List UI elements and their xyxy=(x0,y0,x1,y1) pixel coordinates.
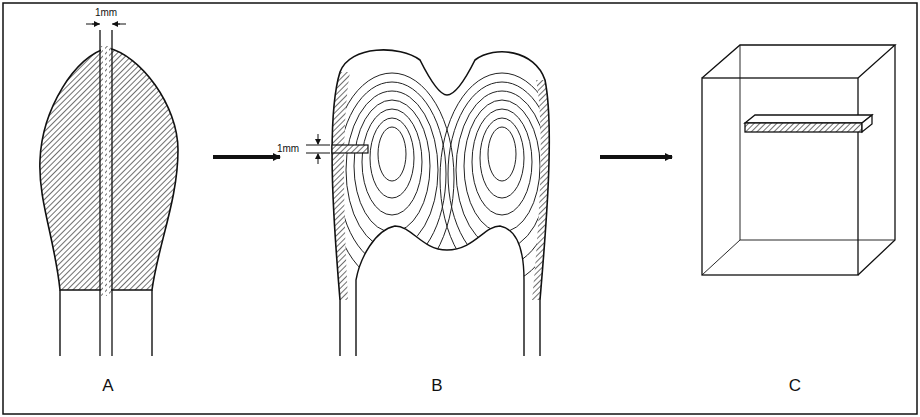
growth-line xyxy=(472,109,532,215)
figure-letter: C xyxy=(789,377,801,394)
growth-line xyxy=(362,109,422,215)
growth-line xyxy=(354,100,430,232)
dimension-label: 1mm xyxy=(277,144,299,154)
process-arrow xyxy=(213,155,280,159)
frame xyxy=(3,3,917,414)
tooth-a xyxy=(40,24,178,356)
growth-line xyxy=(488,127,516,181)
tooth-b xyxy=(306,50,564,356)
growth-line xyxy=(456,91,548,249)
growth-line xyxy=(346,91,438,249)
dimension-label: 1mm xyxy=(95,8,117,18)
figure-letter: A xyxy=(102,377,113,394)
growth-line xyxy=(378,127,406,181)
process-arrow xyxy=(600,155,672,159)
embedding-block xyxy=(702,45,895,275)
figure-letter: B xyxy=(431,377,442,394)
growth-line xyxy=(464,100,540,232)
growth-line xyxy=(480,118,524,198)
growth-line xyxy=(370,118,414,198)
